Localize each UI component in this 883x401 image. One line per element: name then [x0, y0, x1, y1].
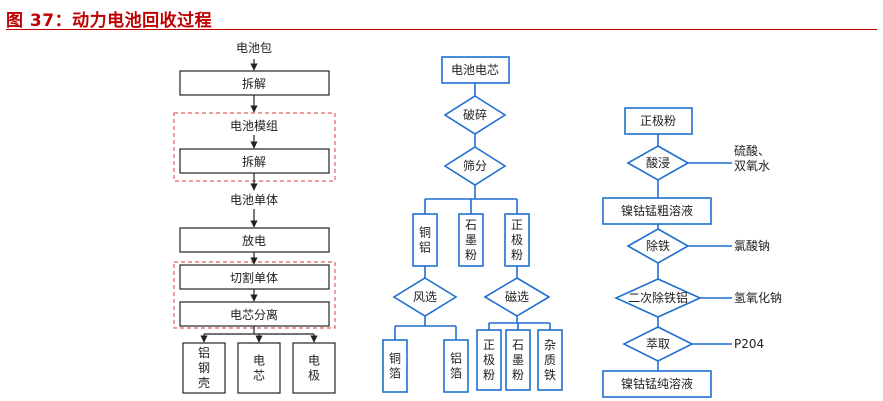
magnetic-output-label-3: 杂质铁 — [544, 338, 556, 382]
reagent-label-3: 氢氧化钠 — [734, 290, 782, 305]
middle-flow-labels: 电池电芯 破碎 筛分 风选 磁选 铜铝 石墨粉 正极粉 铜箔 铝箔 正极粉 石墨… — [389, 63, 556, 382]
disassemble-label-2: 拆解 — [242, 154, 266, 169]
output-label-3: 电极 — [308, 354, 320, 383]
cut-cell-label: 切割单体 — [230, 270, 278, 285]
wind-output-label-2: 铝箔 — [450, 351, 462, 381]
right-flow-connectors — [657, 134, 732, 371]
product-label-2: 石墨粉 — [465, 218, 477, 262]
reagent-label-2: 氯酸钠 — [734, 238, 770, 253]
output-box-2 — [237, 342, 281, 394]
magnetic-sort-label: 磁选 — [505, 289, 529, 304]
left-output-labels: 铝钢壳 电芯 电极 — [198, 345, 320, 390]
wind-output-label-1: 铜箔 — [389, 351, 401, 381]
crude-solution-box — [602, 197, 712, 225]
cathode-powder-box — [624, 107, 693, 135]
output-box-1 — [182, 342, 226, 394]
right-flow-shapes — [602, 107, 712, 398]
figure-title: 图 37：动力电池回收过程 — [6, 11, 213, 31]
title-rule — [6, 29, 877, 30]
module-label: 电池模组 — [230, 119, 278, 133]
wind-sort-label: 风选 — [413, 290, 437, 304]
cathode-powder-label: 正极粉 — [640, 114, 676, 128]
cell-label: 电池单体 — [230, 193, 278, 207]
magnetic-output-label-2: 石墨粉 — [512, 338, 524, 382]
crush-label: 破碎 — [463, 107, 487, 122]
product-label-3: 正极粉 — [511, 218, 523, 262]
extraction-label: 萃取 — [646, 337, 670, 351]
core-separation-label: 电芯分离 — [230, 307, 278, 322]
output-box-3 — [292, 342, 336, 394]
battery-core-label: 电池电芯 — [451, 63, 499, 77]
wind-output-box-1 — [382, 339, 408, 393]
output-label-2: 电芯 — [253, 354, 265, 383]
reagent-label-4: P204 — [734, 337, 764, 351]
discharge-label: 放电 — [242, 233, 266, 248]
disassemble-label-1: 拆解 — [242, 76, 266, 91]
middle-flow-shapes — [382, 56, 563, 393]
battery-pack-label: 电池包 — [236, 41, 272, 55]
battery-core-box — [441, 56, 510, 84]
sieve-label: 筛分 — [463, 158, 487, 173]
middle-flow-connectors — [394, 83, 551, 340]
wind-output-box-2 — [443, 339, 469, 393]
iron-al-removal-label: 二次除铁铝 — [628, 290, 688, 305]
left-flow-labels: 电池包 拆解 电池模组 拆解 电池单体 放电 切割单体 电芯分离 — [230, 41, 278, 322]
output-label-1: 铝钢壳 — [198, 345, 210, 390]
reagent-label-1: 硫酸、双氧水 — [734, 143, 770, 173]
magnetic-output-box-2 — [505, 329, 531, 391]
pure-solution-box — [602, 370, 712, 398]
magnetic-output-box-1 — [476, 329, 502, 391]
crude-solution-label: 镍钴锰粗溶液 — [621, 203, 693, 218]
product-box-3 — [504, 213, 530, 267]
acid-leach-label: 酸浸 — [646, 155, 670, 170]
pure-solution-label: 镍钴锰纯溶液 — [621, 376, 693, 391]
product-label-1: 铜铝 — [419, 225, 431, 255]
right-flow-labels: 正极粉 酸浸 镍钴锰粗溶液 除铁 二次除铁铝 萃取 镍钴锰纯溶液 — [621, 114, 693, 391]
left-flow — [173, 59, 336, 394]
iron-removal-label: 除铁 — [646, 238, 670, 253]
right-reagent-labels: 硫酸、双氧水 氯酸钠 氢氧化钠 P204 — [734, 143, 782, 351]
magnetic-output-label-1: 正极粉 — [483, 338, 495, 382]
